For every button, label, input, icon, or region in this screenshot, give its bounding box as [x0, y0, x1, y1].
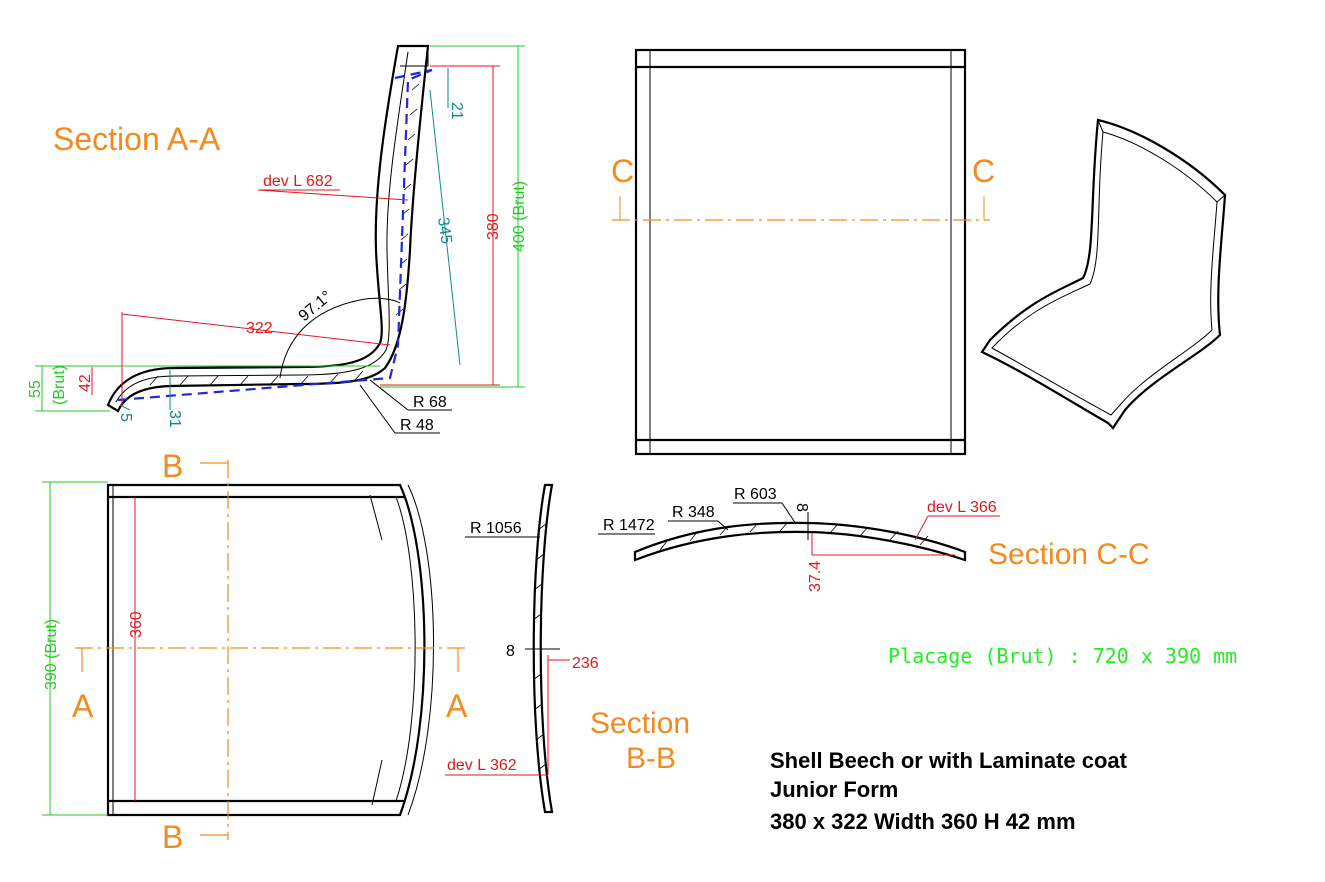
shell-3d-outer [980, 118, 1227, 430]
cut-marker-a-left: A [72, 688, 94, 724]
front-view-frame [634, 48, 967, 456]
dim-r68: R 68 [413, 394, 447, 411]
section-bb-profile [532, 483, 554, 814]
dim-dev-l-366: dev L 366 [927, 499, 997, 516]
dim-line-345 [429, 89, 461, 366]
shell-profile-outer [106, 44, 430, 413]
dim-37-4: 37.4 [807, 561, 824, 592]
section-cc-profile [633, 521, 967, 562]
dim-8-bb: 8 [506, 643, 515, 660]
dim-345: 345 [434, 216, 455, 245]
cut-marker-b-bottom: B [162, 819, 183, 855]
dim-r1056: R 1056 [470, 520, 522, 537]
leader-dev-l-682 [257, 189, 409, 201]
cut-marker-c-left: C [611, 153, 634, 189]
section-aa-label: Section A-A [53, 121, 221, 157]
section-cc-label: Section C-C [988, 538, 1150, 571]
plan-outline [106, 483, 426, 817]
hatching-seat [149, 370, 364, 386]
shell-3d-inner [991, 131, 1218, 416]
dim-390-brut: 390 (Brut) [43, 619, 60, 690]
dim-r48: R 48 [400, 417, 434, 434]
cut-marker-b-top: B [162, 448, 183, 484]
title-line-2: Junior Form [770, 777, 898, 802]
dim-31: 31 [166, 410, 183, 428]
dim-angle-97: 97.1° [296, 288, 336, 325]
dim-360: 360 [128, 611, 145, 638]
dim-55: 55 [27, 380, 44, 398]
reference-frame-dashed [117, 68, 433, 402]
shell-3d-view [980, 118, 1227, 430]
cut-marker-a-right: A [446, 688, 468, 724]
dim-400-brut: 400 (Brut) [511, 181, 528, 252]
shell-profile-inner [115, 51, 409, 403]
dim-42: 42 [77, 374, 94, 392]
dim-21: 21 [448, 102, 465, 120]
dim-r603: R 603 [734, 486, 777, 503]
dim-dev-l-682: dev L 682 [263, 173, 333, 190]
dim-dev-l-362: dev L 362 [447, 757, 517, 774]
dim-r348: R 348 [672, 504, 715, 521]
section-bb-view: R 1056 8 236 dev L 362 Section B-B [445, 483, 690, 814]
dim-line-322 [121, 313, 391, 346]
dim-8-cc: 8 [793, 503, 810, 512]
title-block: Shell Beech or with Laminate coat Junior… [770, 748, 1128, 834]
title-line-3: 380 x 322 Width 360 H 42 mm [770, 809, 1076, 834]
section-bb-label-line1: Section [590, 707, 690, 740]
section-bb-label-line2: B-B [626, 742, 676, 775]
dim-55-brut: (Brut) [51, 365, 68, 405]
angle-arc-97 [279, 297, 401, 379]
cut-marker-c-right: C [972, 153, 995, 189]
section-aa-view: Section A-A dev L 682 21 345 380 400 (Br… [27, 44, 528, 434]
placage-note: Placage (Brut) : 720 x 390 mm [888, 644, 1237, 668]
reference-top-dashed [394, 68, 433, 80]
shell-top-edge [398, 45, 429, 67]
dim-322: 322 [246, 320, 273, 337]
front-view: C C [611, 48, 995, 456]
section-cc-view: R 603 R 1472 R 348 8 dev L 366 37.4 Sect… [598, 486, 1150, 592]
plan-view: B B A A 390 (Brut) 360 [42, 448, 468, 855]
dim-380: 380 [485, 213, 502, 240]
title-line-1: Shell Beech or with Laminate coat [770, 748, 1128, 773]
dim-236: 236 [572, 655, 599, 672]
dim-5: 5 [117, 413, 134, 422]
dim-r1472: R 1472 [603, 517, 655, 534]
